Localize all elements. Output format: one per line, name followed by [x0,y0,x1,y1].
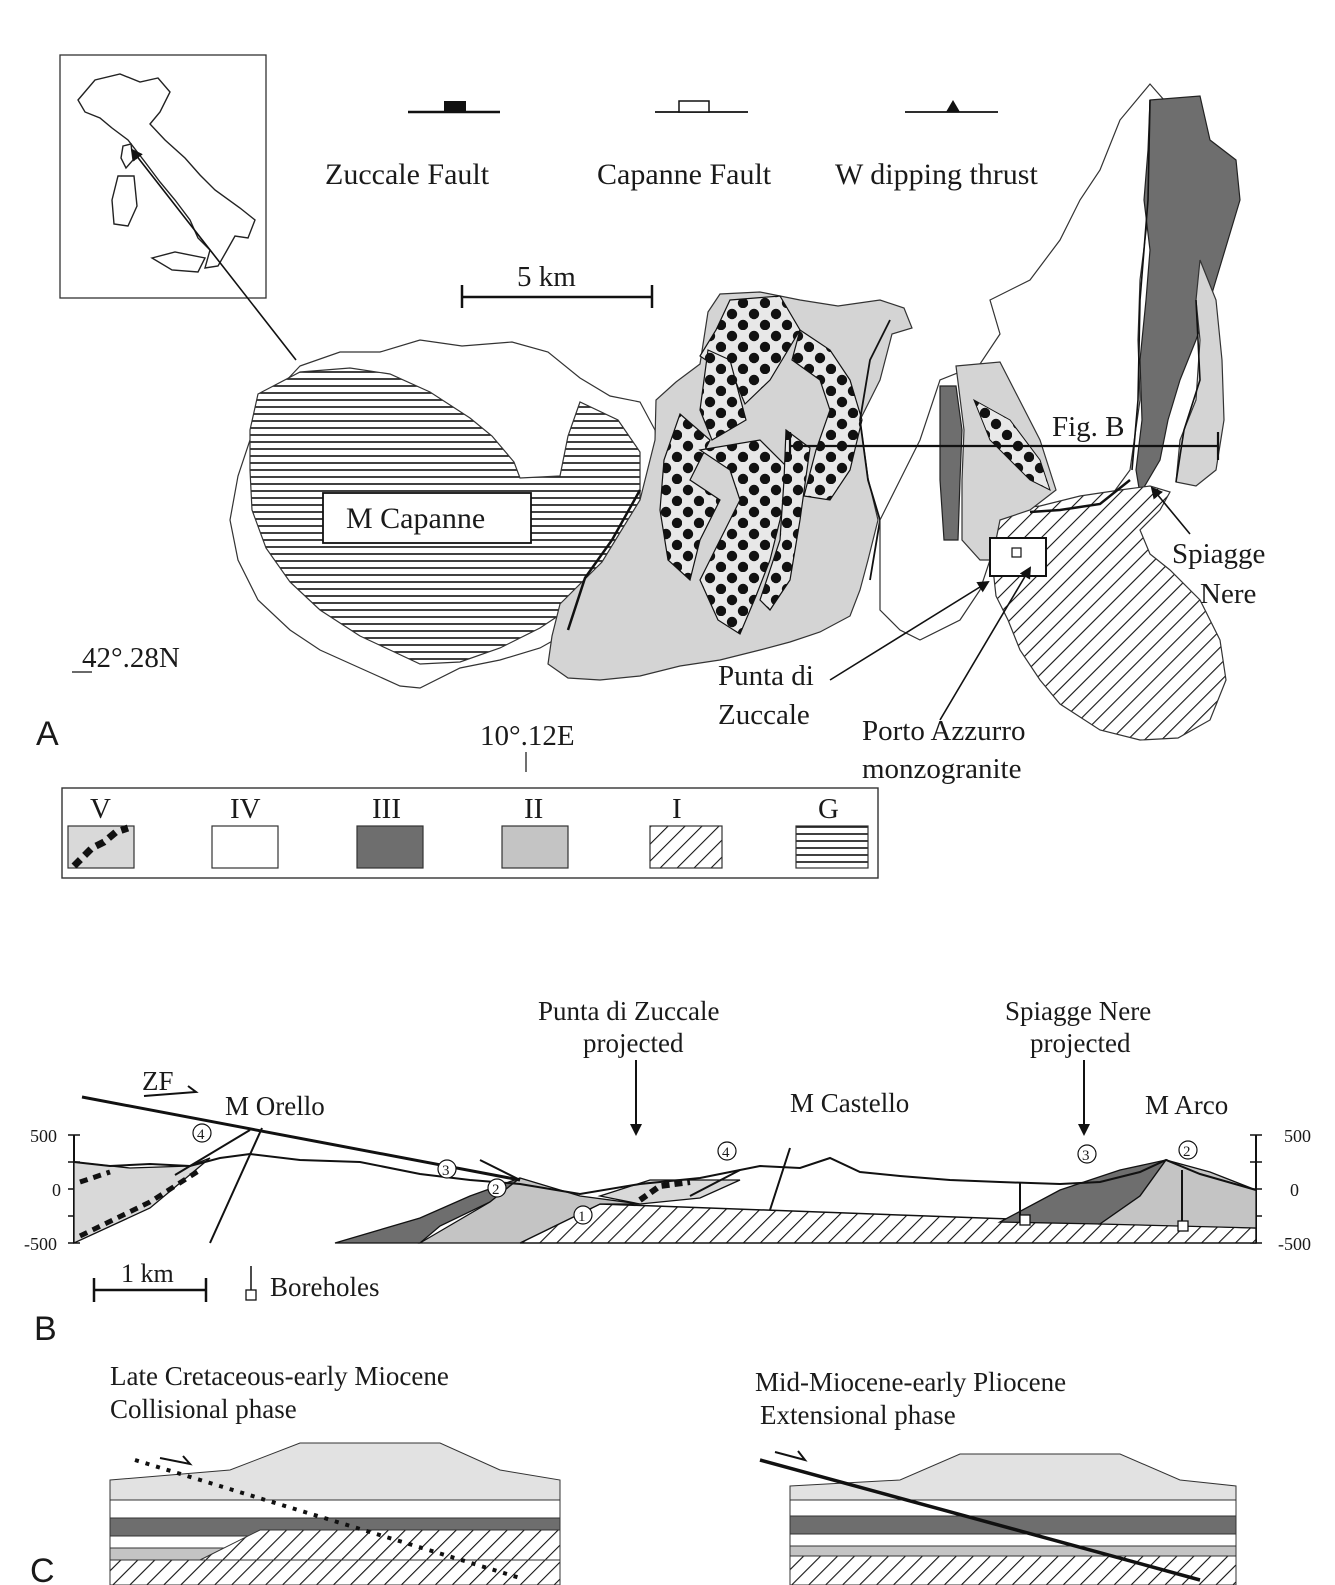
label-collisional-2: Collisional phase [110,1394,297,1424]
thrust-trace-east-1 [1131,99,1151,471]
legend-w-dipping-thrust: W dipping thrust [835,158,1038,191]
collisional-block [109,1442,561,1585]
porto-azzurro-unit-i [991,485,1227,741]
italy-inset [59,54,297,361]
label-m-arco: M Arco [1145,1090,1228,1120]
marker-2-west: 2 [492,1182,500,1198]
label-m-capanne: M Capanne [346,502,485,535]
legend-unit-ii-label: II [524,793,543,825]
legend-zuccale-fault: Zuccale Fault [325,158,490,191]
panel-label-b: B [34,1310,57,1348]
label-longitude: 10°.12E [480,720,575,752]
axis-right-neg500: -500 [1278,1234,1311,1254]
label-boreholes: Boreholes [270,1272,379,1302]
legend-swatch-iv [211,825,279,869]
map-scale-label: 5 km [517,261,576,293]
panel-label-a: A [36,715,59,753]
legend-unit-iii-label: III [372,793,401,825]
legend-unit-iv-label: IV [230,793,261,825]
label-spiagge: Spiagge [1172,538,1265,570]
legend-swatch-ii [501,825,569,869]
label-nere: Nere [1200,578,1256,610]
label-m-orello: M Orello [225,1091,325,1121]
section-unit-ii-east [1098,1159,1257,1229]
axis-right-0: 0 [1290,1180,1299,1200]
thrust-trace-central [859,319,891,581]
extensional-block [759,1450,1237,1585]
corsica-outline [120,143,134,170]
marker-1: 1 [578,1209,586,1225]
panel-label-c: C [30,1552,55,1585]
legend-swatch-g [795,825,869,869]
unit-iii-east [1135,95,1241,496]
axis-left-neg500: -500 [24,1234,57,1254]
thrust-trace-east-2 [1175,299,1201,483]
section-scale-label: 1 km [121,1259,174,1288]
marker-3-west: 3 [442,1163,450,1179]
label-punta-projected-1: Punta di Zuccale [538,996,719,1026]
topography-line [73,1152,1257,1196]
unit-v-dotted-bands [659,295,863,635]
axis-left-500: 500 [30,1126,57,1146]
axis-left-0: 0 [52,1180,61,1200]
sardinia-outline [111,175,138,227]
section-unit-v-mid [597,1179,741,1205]
capanne-fault-trace [566,489,642,631]
label-spiagge-projected-1: Spiagge Nere [1005,996,1151,1026]
marker-2-east: 2 [1183,1144,1191,1160]
label-punta-projected-2: projected [583,1028,684,1058]
label-extensional-2: Extensional phase [760,1400,956,1430]
label-latitude: 42°.28N [82,642,180,674]
section-unit-ii-west [417,1177,641,1244]
label-monzogranite: monzogranite [862,753,1021,785]
fault-legend: Zuccale Fault Capanne Fault W dipping th… [325,100,1038,191]
panel-a: Zuccale Fault Capanne Fault W dipping th… [36,54,1265,879]
zuccale-fault-trace [1029,479,1131,514]
map-scale-bar: 5 km [460,261,654,308]
legend-swatch-iii [356,825,424,869]
label-porto-azzurro: Porto Azzurro [862,715,1026,747]
axis-right-500: 500 [1284,1126,1311,1146]
label-punta-di: Punta di [718,660,814,692]
central-unit-ii [547,291,913,681]
section-faults [174,1127,1183,1244]
zuccale-borehole [1011,547,1022,558]
legend-unit-g-label: G [818,793,839,825]
sicily-outline [150,251,207,273]
units-legend: V IV III II I G [61,787,879,879]
label-zf: ZF [142,1066,174,1096]
unit-iii-centre [939,385,963,541]
marker-4-west: 4 [197,1127,205,1143]
label-zuccale: Zuccale [718,699,810,731]
marker-4-east: 4 [722,1145,730,1161]
legend-unit-i-label: I [672,793,682,825]
panel-c: Late Cretaceous-early Miocene Collisiona… [30,1361,1237,1585]
marker-3-east: 3 [1082,1148,1090,1164]
legend-capanne-fault: Capanne Fault [597,158,772,191]
label-collisional-1: Late Cretaceous-early Miocene [110,1361,449,1391]
label-extensional-1: Mid-Miocene-early Pliocene [755,1367,1066,1397]
circled-markers: 4 3 2 1 4 3 2 [192,1123,1198,1225]
label-spiagge-projected-2: projected [1030,1028,1131,1058]
label-fig-b: Fig. B [1052,411,1125,443]
label-m-castello: M Castello [790,1088,909,1118]
legend-unit-v-label: V [90,793,111,825]
panel-b: Punta di Zuccale projected Spiagge Nere … [24,996,1311,1348]
legend-swatch-i [649,825,723,869]
